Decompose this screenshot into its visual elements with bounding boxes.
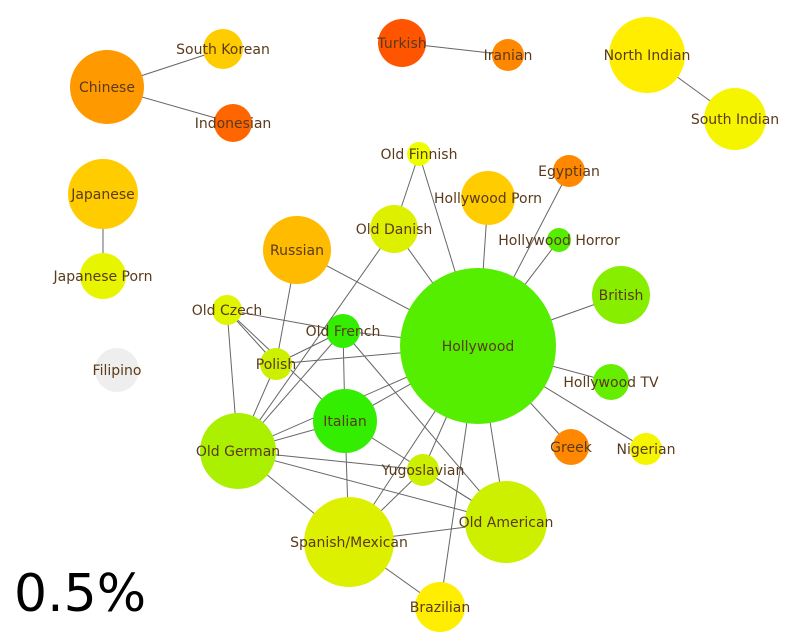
node-circle-japanese[interactable] (68, 159, 138, 229)
node-circle-south-indian[interactable] (704, 88, 766, 150)
node-iranian[interactable]: Iranian (484, 39, 533, 71)
node-yugoslavian[interactable]: Yugoslavian (381, 454, 465, 486)
node-south-indian[interactable]: South Indian (691, 88, 779, 150)
node-polish[interactable]: Polish (256, 348, 296, 380)
node-circle-greek[interactable] (553, 429, 589, 465)
node-circle-nigerian[interactable] (630, 433, 662, 465)
node-circle-polish[interactable] (260, 348, 292, 380)
edge-old-german-old-american (237, 450, 507, 523)
node-circle-old-german[interactable] (200, 413, 276, 489)
node-circle-south-korean[interactable] (203, 29, 243, 69)
node-circle-old-finnish[interactable] (407, 142, 431, 166)
node-label-hollywood: Hollywood (442, 339, 515, 355)
node-label-polish: Polish (256, 357, 296, 373)
node-label-old-german: Old German (196, 444, 280, 460)
node-circle-hollywood-porn[interactable] (461, 171, 515, 225)
node-label-old-czech: Old Czech (192, 303, 263, 319)
node-circle-spanish-mexican[interactable] (304, 497, 394, 587)
node-old-danish[interactable]: Old Danish (356, 205, 433, 253)
node-circle-filipino[interactable] (95, 348, 139, 392)
node-circle-iranian[interactable] (492, 39, 524, 71)
node-label-russian: Russian (270, 243, 324, 259)
node-label-north-indian: North Indian (604, 48, 691, 64)
edge-old-french-old-american (342, 330, 507, 523)
node-circle-old-czech[interactable] (212, 295, 242, 325)
node-label-japanese: Japanese (70, 187, 135, 203)
percentage-label: 0.5% (14, 564, 147, 624)
node-label-nigerian: Nigerian (617, 442, 676, 458)
node-south-korean[interactable]: South Korean (176, 29, 270, 69)
node-label-filipino: Filipino (93, 363, 142, 379)
node-old-american[interactable]: Old American (459, 481, 554, 563)
node-old-finnish[interactable]: Old Finnish (381, 142, 458, 166)
node-circle-british[interactable] (592, 266, 650, 324)
node-nigerian[interactable]: Nigerian (617, 433, 676, 465)
node-hollywood-tv[interactable]: Hollywood TV (563, 364, 659, 400)
node-circle-old-danish[interactable] (370, 205, 418, 253)
node-circle-hollywood-tv[interactable] (593, 364, 629, 400)
node-old-german[interactable]: Old German (196, 413, 280, 489)
node-circle-italian[interactable] (313, 389, 377, 453)
node-filipino[interactable]: Filipino (93, 348, 142, 392)
node-circle-chinese[interactable] (70, 50, 144, 124)
node-label-south-korean: South Korean (176, 42, 270, 58)
node-label-japanese-porn: Japanese Porn (53, 269, 153, 285)
node-circle-egyptian[interactable] (553, 155, 585, 187)
node-japanese[interactable]: Japanese (68, 159, 138, 229)
node-label-hollywood-horror: Hollywood Horror (498, 233, 620, 249)
node-hollywood[interactable]: Hollywood (400, 268, 556, 424)
node-label-spanish-mexican: Spanish/Mexican (290, 535, 408, 551)
node-japanese-porn[interactable]: Japanese Porn (53, 253, 153, 299)
node-brazilian[interactable]: Brazilian (410, 582, 470, 632)
node-turkish[interactable]: Turkish (376, 19, 427, 67)
node-greek[interactable]: Greek (550, 429, 593, 465)
node-circle-yugoslavian[interactable] (407, 454, 439, 486)
node-label-old-danish: Old Danish (356, 222, 433, 238)
node-label-greek: Greek (550, 440, 593, 456)
node-label-turkish: Turkish (376, 36, 426, 52)
node-label-yugoslavian: Yugoslavian (381, 463, 465, 479)
node-circle-old-french[interactable] (326, 314, 360, 348)
node-egyptian[interactable]: Egyptian (538, 155, 600, 187)
edge-old-danish-old-german (237, 228, 395, 452)
node-label-old-finnish: Old Finnish (381, 147, 458, 163)
node-label-south-indian: South Indian (691, 112, 779, 128)
node-circle-russian[interactable] (263, 216, 331, 284)
node-indonesian[interactable]: Indonesian (195, 104, 272, 142)
node-russian[interactable]: Russian (263, 216, 331, 284)
node-chinese[interactable]: Chinese (70, 50, 144, 124)
node-old-czech[interactable]: Old Czech (192, 295, 263, 325)
node-british[interactable]: British (592, 266, 650, 324)
node-label-old-french: Old French (306, 324, 381, 340)
node-label-british: British (599, 288, 644, 304)
edge-old-czech-old-french (226, 309, 344, 332)
node-circle-turkish[interactable] (378, 19, 426, 67)
node-circle-old-american[interactable] (465, 481, 547, 563)
node-circle-japanese-porn[interactable] (80, 253, 126, 299)
node-circle-brazilian[interactable] (415, 582, 465, 632)
node-label-iranian: Iranian (484, 48, 533, 64)
node-circle-indonesian[interactable] (214, 104, 252, 142)
node-label-old-american: Old American (459, 515, 554, 531)
node-italian[interactable]: Italian (313, 389, 377, 453)
node-label-hollywood-tv: Hollywood TV (563, 375, 659, 391)
node-label-italian: Italian (323, 414, 366, 430)
node-hollywood-horror[interactable]: Hollywood Horror (498, 228, 620, 252)
node-label-brazilian: Brazilian (410, 600, 470, 616)
node-label-indonesian: Indonesian (195, 116, 272, 132)
node-north-indian[interactable]: North Indian (604, 17, 691, 93)
node-circle-hollywood[interactable] (400, 268, 556, 424)
node-label-hollywood-porn: Hollywood Porn (434, 191, 542, 207)
node-old-french[interactable]: Old French (306, 314, 381, 348)
node-label-chinese: Chinese (79, 80, 135, 96)
node-spanish-mexican[interactable]: Spanish/Mexican (290, 497, 408, 587)
node-label-egyptian: Egyptian (538, 164, 600, 180)
node-circle-hollywood-horror[interactable] (547, 228, 571, 252)
node-circle-north-indian[interactable] (609, 17, 685, 93)
node-hollywood-porn[interactable]: Hollywood Porn (434, 171, 542, 225)
